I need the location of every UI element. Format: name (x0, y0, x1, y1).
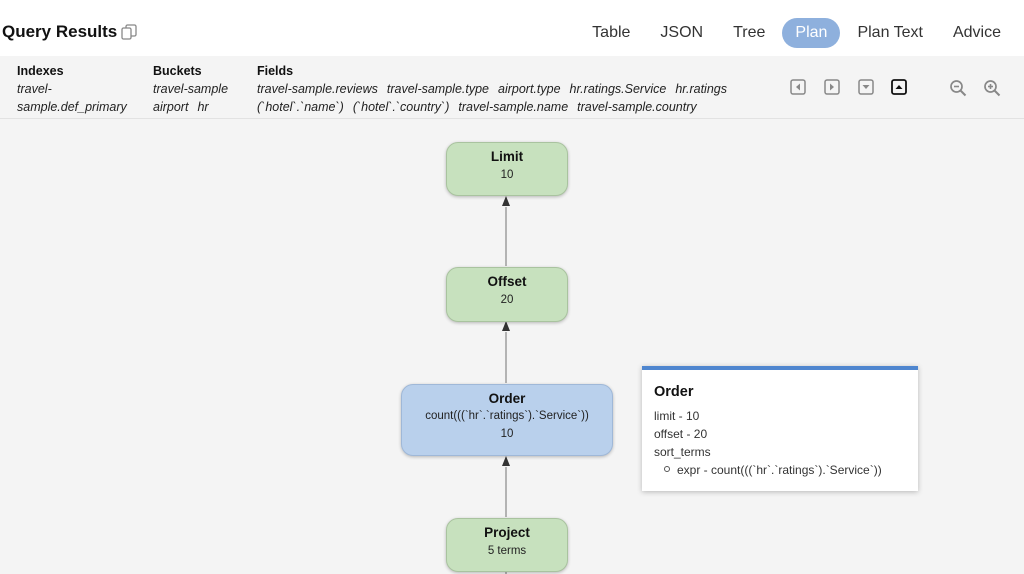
index-name-line2: sample.def_primary (17, 100, 127, 114)
bullet-icon (664, 466, 670, 472)
tab-table[interactable]: Table (592, 24, 631, 41)
arrow-left-icon[interactable] (790, 79, 806, 95)
field-item: travel-sample.type (386, 82, 489, 96)
arrow-up-icon[interactable] (891, 79, 907, 95)
arrowhead-offset (502, 321, 510, 331)
indexes-section: Indexes travel- sample.def_primary (17, 62, 137, 116)
tab-json[interactable]: JSON (660, 24, 704, 41)
field-item: airport.type (498, 82, 561, 96)
field-item: (`hotel`.`country`) (352, 100, 450, 114)
page-title: Query Results (2, 22, 118, 41)
node-title: Offset (487, 274, 527, 289)
node-detail: count(((`hr`.`ratings`).`Service`)) (425, 410, 589, 422)
node-title: Project (484, 525, 530, 540)
fields-line2: (`hotel`.`name`) (`hotel`.`country`) trave… (257, 98, 767, 116)
fields-label: Fields (257, 64, 294, 78)
node-detail: 10 (500, 169, 514, 181)
tooltip-expr: expr - count(((`hr`.`ratings`).`Service`… (677, 463, 882, 477)
plan-metadata: Indexes travel- sample.def_primary Bucke… (0, 56, 1024, 119)
fields-line1: travel-sample.reviews travel-sample.type a… (257, 80, 767, 98)
arrowhead-limit (502, 196, 510, 206)
node-detail-count: 10 (500, 428, 514, 440)
tooltip-limit: limit - 10 (654, 409, 700, 423)
node-detail: 20 (500, 294, 514, 306)
arrow-right-icon[interactable] (824, 79, 840, 95)
arrowhead-order (502, 456, 510, 466)
top-bar: Query Results Table JSON Tree Plan Plan … (0, 0, 1024, 64)
bucket-alias: airport (153, 100, 189, 114)
tooltip-sort-terms: sort_terms (654, 445, 711, 459)
arrow-down-icon[interactable] (858, 79, 874, 95)
node-title: Order (488, 391, 526, 406)
plan-connectors (502, 196, 510, 574)
copy-icon[interactable] (121, 24, 137, 41)
field-item: (`hotel`.`name`) (257, 100, 344, 114)
buckets-label: Buckets (153, 64, 202, 78)
tab-plan-text[interactable]: Plan Text (857, 24, 923, 41)
plan-node-order[interactable]: Order count(((`hr`.`ratings`).`Service`)… (401, 384, 613, 456)
field-item: travel-sample.name (458, 100, 569, 114)
buckets-section: Buckets travel-sample airport hr (153, 62, 248, 116)
tab-plan[interactable]: Plan (782, 18, 841, 48)
plan-canvas[interactable]: Limit 10 Offset 20 Order count(((`hr`.`r… (0, 119, 1024, 574)
index-name-line1: travel- (17, 82, 52, 96)
result-tabs: Table JSON Tree Plan Plan Text Advice (575, 18, 1014, 48)
node-detail: 5 terms (487, 545, 527, 557)
plan-node-offset[interactable]: Offset 20 (446, 267, 568, 322)
node-title: Limit (490, 149, 524, 164)
bucket-name: travel-sample (153, 82, 229, 96)
tab-tree[interactable]: Tree (733, 24, 766, 41)
bucket-aliases: airport hr (153, 98, 248, 116)
plan-node-limit[interactable]: Limit 10 (446, 142, 568, 196)
field-item: hr.ratings (675, 82, 727, 96)
bucket-alias: hr (197, 100, 209, 114)
plan-node-project[interactable]: Project 5 terms (446, 518, 568, 572)
field-item: travel-sample.country (577, 100, 697, 114)
node-tooltip: Order limit - 10 offset - 20 sort_terms … (642, 366, 918, 491)
field-item: hr.ratings.Service (569, 82, 667, 96)
zoom-out-icon[interactable] (949, 79, 967, 97)
zoom-in-icon[interactable] (983, 79, 1001, 97)
tooltip-offset: offset - 20 (654, 427, 708, 441)
indexes-label: Indexes (17, 64, 64, 78)
tab-advice[interactable]: Advice (952, 24, 1001, 41)
tooltip-title: Order (654, 384, 694, 400)
field-item: travel-sample.reviews (257, 82, 378, 96)
